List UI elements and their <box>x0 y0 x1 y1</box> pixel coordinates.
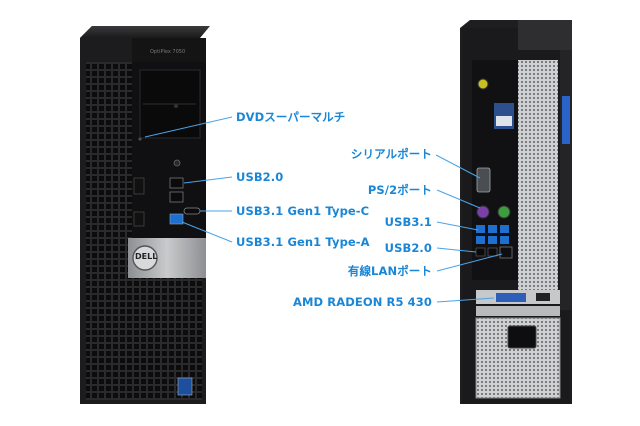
front-tower <box>80 26 210 404</box>
front-usb2-port-2 <box>169 191 184 203</box>
label-usb31-a: USB3.1 Gen1 Type-A <box>236 235 370 249</box>
front-usb2-port-1 <box>169 177 184 189</box>
callout-line-usb20-front <box>183 176 233 184</box>
expansion-slot-cover <box>476 306 560 316</box>
ps2-keyboard-port <box>476 205 490 219</box>
power-button <box>173 159 181 167</box>
rear-right-bracket <box>560 50 572 310</box>
psu-frame <box>475 317 561 399</box>
rear-lan-port <box>499 246 513 259</box>
callout-line-dvd <box>144 116 233 138</box>
sd-slot <box>133 211 145 227</box>
rear-usb3-port-5 <box>488 236 497 244</box>
intel-sticker <box>177 377 193 396</box>
rear-usb3-port-1 <box>476 225 485 233</box>
rear-top-panel <box>518 20 572 50</box>
callout-line-lan <box>436 253 503 272</box>
callout-line-serial <box>435 154 481 179</box>
rear-usb3-port-3 <box>500 225 509 233</box>
model-text: OptiPlex 7050 <box>150 49 186 55</box>
front-top <box>80 26 210 38</box>
front-top-strip <box>132 38 206 64</box>
rear-audio-jack <box>477 78 489 90</box>
callout-lines <box>144 116 503 303</box>
rear-usb3-port-2 <box>488 225 497 233</box>
label-dvd: DVDスーパーマルチ <box>236 110 346 124</box>
rear-vent-grill <box>518 60 558 290</box>
label-usb31-c: USB3.1 Gen1 Type-C <box>236 204 370 218</box>
rear-usb3-port-6 <box>500 236 509 244</box>
label-gpu: AMD RADEON R5 430 <box>292 295 432 309</box>
rear-tower <box>460 20 572 404</box>
callout-line-ps2 <box>436 189 481 209</box>
dell-logo-ring <box>132 245 158 271</box>
label-ps2: PS/2ポート <box>367 183 432 197</box>
rear-usb3-port-4 <box>476 236 485 244</box>
dvd-button <box>174 104 178 108</box>
callout-line-usb31-rear <box>436 221 479 231</box>
front-usb-c-port <box>183 207 201 215</box>
rear-usb2-port-2 <box>487 247 498 257</box>
label-serial: シリアルポート <box>350 147 432 161</box>
psu-power-inlet <box>507 325 537 349</box>
rear-blue-latch <box>562 96 570 144</box>
dell-logo-text: DELL <box>135 252 158 261</box>
callout-line-usb20-rear <box>436 247 477 253</box>
audio-jack <box>133 177 145 195</box>
callout-line-usb31-a <box>181 221 233 243</box>
windows-sticker-text <box>496 116 512 126</box>
dvd-eject-dot <box>138 137 142 141</box>
rear-usb2-port-1 <box>475 247 486 257</box>
gpu-dvi-port <box>496 293 526 302</box>
callout-line-gpu <box>436 297 495 303</box>
label-usb31-rear: USB3.1 <box>384 215 432 229</box>
gpu-dp-port <box>536 293 550 301</box>
label-usb20-rear: USB2.0 <box>384 241 432 255</box>
label-lan: 有線LANポート <box>347 264 432 278</box>
front-usb3-port <box>169 213 184 225</box>
ps2-mouse-port <box>497 205 511 219</box>
serial-port <box>476 167 491 193</box>
label-usb20-front: USB2.0 <box>236 170 284 184</box>
